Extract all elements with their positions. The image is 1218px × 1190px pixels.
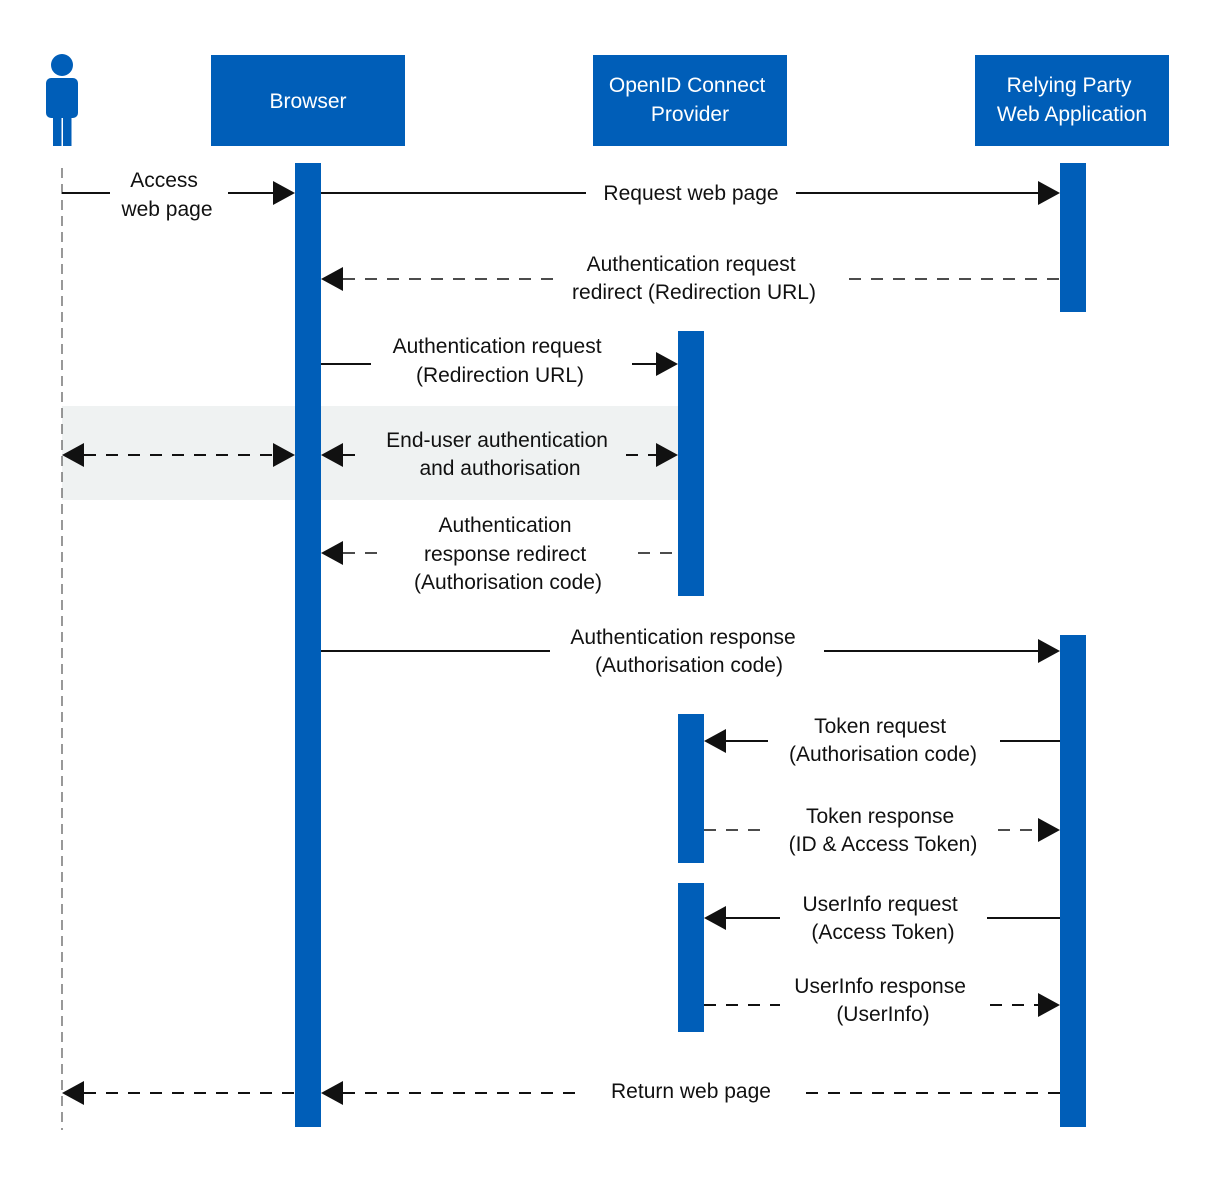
arrowhead-right bbox=[656, 352, 678, 376]
arrowhead-right bbox=[1038, 639, 1060, 663]
arrowhead-left bbox=[704, 729, 726, 753]
message-access-web-page: Access web page bbox=[62, 169, 295, 221]
message-label: Authentication response (Authorisation c… bbox=[570, 626, 801, 677]
message-label-line: (UserInfo) bbox=[836, 1003, 929, 1026]
arrowhead-left bbox=[321, 443, 343, 467]
arrowhead-left bbox=[704, 906, 726, 930]
message-label: Authentication request (Redirection URL) bbox=[393, 335, 608, 387]
arrowhead-left bbox=[321, 1081, 343, 1105]
message-label-line: UserInfo response bbox=[794, 975, 966, 998]
message-label: Return web page bbox=[611, 1080, 771, 1103]
end-user-auth-highlight-band bbox=[62, 406, 678, 500]
op-activation-bar bbox=[678, 331, 704, 596]
browser-activation-bar bbox=[295, 163, 321, 1127]
actor-op-label: OpenID Connect Provider bbox=[609, 74, 771, 126]
arrowhead-right bbox=[1038, 818, 1060, 842]
message-label: UserInfo response (UserInfo) bbox=[794, 975, 971, 1026]
message-token-response: Token response (ID & Access Token) bbox=[704, 805, 1060, 856]
message-label-line: End-user authentication bbox=[386, 429, 608, 452]
message-label-line: UserInfo request bbox=[802, 893, 957, 916]
actor-op-label-line: OpenID Connect bbox=[609, 74, 766, 97]
rp-activation-bar bbox=[1060, 163, 1086, 312]
message-label-line: Authentication request bbox=[587, 253, 796, 276]
arrowhead-right bbox=[656, 443, 678, 467]
message-label: Access web page bbox=[120, 169, 212, 221]
actor-browser-label: Browser bbox=[269, 90, 346, 113]
message-label-line: Request web page bbox=[603, 182, 778, 205]
arrowhead-right bbox=[273, 443, 295, 467]
message-userinfo-response: UserInfo response (UserInfo) bbox=[704, 975, 1060, 1026]
actor-relying-party-web-application: Relying Party Web Application bbox=[975, 55, 1169, 146]
message-label: Token request (Authorisation code) bbox=[789, 715, 977, 766]
message-label-line: (Authorisation code) bbox=[595, 654, 783, 677]
message-label-line: (Redirection URL) bbox=[416, 364, 584, 387]
message-auth-request: Authentication request (Redirection URL) bbox=[321, 335, 678, 387]
message-label-line: Return web page bbox=[611, 1080, 771, 1103]
message-label-line: Authentication bbox=[439, 514, 572, 537]
message-token-request: Token request (Authorisation code) bbox=[704, 715, 1060, 766]
message-label-line: redirect (Redirection URL) bbox=[572, 281, 816, 304]
actor-rp-label-line: Web Application bbox=[997, 103, 1147, 126]
arrowhead-left bbox=[321, 267, 343, 291]
actor-browser-box bbox=[211, 55, 405, 146]
arrowhead-left bbox=[62, 443, 84, 467]
actor-op-label-line: Provider bbox=[651, 103, 729, 126]
op-activation-bar bbox=[678, 714, 704, 863]
message-label-line: (Access Token) bbox=[811, 921, 954, 944]
message-label: UserInfo request (Access Token) bbox=[802, 893, 963, 944]
op-activation-bar bbox=[678, 883, 704, 1032]
arrowhead-left bbox=[321, 541, 343, 565]
message-label-line: Access bbox=[130, 169, 198, 192]
message-request-web-page: Request web page bbox=[321, 181, 1060, 205]
message-label-line: web page bbox=[120, 198, 212, 221]
message-label-line: (ID & Access Token) bbox=[789, 833, 978, 856]
actor-openid-connect-provider: OpenID Connect Provider bbox=[593, 55, 787, 146]
message-label-line: (Authorisation code) bbox=[789, 743, 977, 766]
actor-rp-label: Relying Party Web Application bbox=[997, 74, 1147, 126]
message-label: Authentication request redirect (Redirec… bbox=[572, 253, 816, 304]
message-label: Authentication response redirect (Author… bbox=[414, 514, 602, 594]
message-auth-request-redirect: Authentication request redirect (Redirec… bbox=[321, 253, 1060, 304]
message-label-line: response redirect bbox=[424, 543, 586, 566]
arrowhead-right bbox=[1038, 993, 1060, 1017]
message-auth-response: Authentication response (Authorisation c… bbox=[321, 626, 1060, 677]
actor-rp-box bbox=[975, 55, 1169, 146]
message-end-user-auth: End-user authentication and authorisatio… bbox=[62, 429, 678, 480]
message-label-line: and authorisation bbox=[419, 457, 580, 480]
arrowhead-right bbox=[1038, 181, 1060, 205]
message-label-line: Authentication request bbox=[393, 335, 602, 358]
actor-rp-label-line: Relying Party bbox=[1007, 74, 1132, 97]
message-userinfo-request: UserInfo request (Access Token) bbox=[704, 893, 1060, 944]
message-label: Request web page bbox=[603, 182, 778, 205]
message-label-line: (Authorisation code) bbox=[414, 571, 602, 594]
actor-browser: Browser bbox=[211, 55, 405, 146]
actor-op-box bbox=[593, 55, 787, 146]
arrowhead-left bbox=[62, 1081, 84, 1105]
message-label: End-user authentication and authorisatio… bbox=[386, 429, 614, 480]
actor-browser-label-line: Browser bbox=[269, 90, 346, 113]
message-label-line: Token request bbox=[814, 715, 946, 738]
arrowhead-right bbox=[273, 181, 295, 205]
message-label-line: Token response bbox=[806, 805, 954, 828]
message-auth-response-redirect: Authentication response redirect (Author… bbox=[321, 514, 678, 594]
message-label-line: Authentication response bbox=[570, 626, 795, 649]
person-icon bbox=[46, 54, 78, 146]
message-return-web-page: Return web page bbox=[62, 1080, 1060, 1105]
message-label: Token response (ID & Access Token) bbox=[789, 805, 978, 856]
rp-activation-bar bbox=[1060, 635, 1086, 1127]
